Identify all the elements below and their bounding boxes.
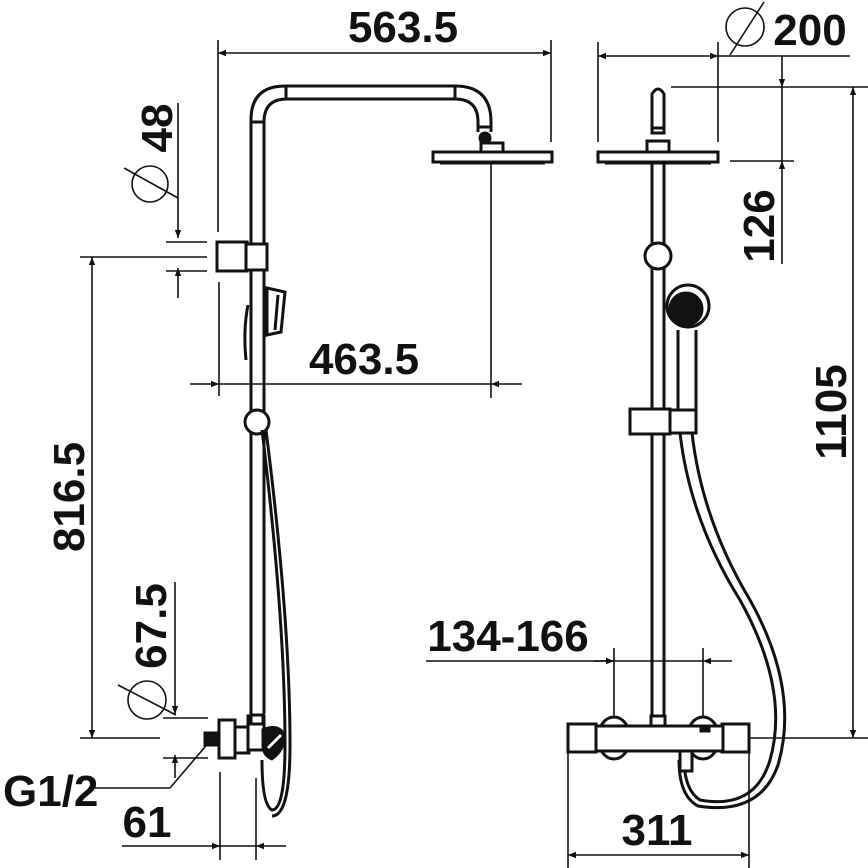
riser-rail-side (243, 270, 271, 714)
dim-label-48: 48 (133, 104, 182, 153)
dimension-134-166: 134-166 (426, 612, 732, 722)
dim-label-563-5: 563.5 (348, 3, 458, 52)
rain-shower-head-side (431, 141, 554, 398)
hand-shower-side (243, 286, 287, 361)
riser-rail-front (643, 162, 673, 716)
dimension-463-5: 463.5 (190, 282, 522, 396)
hose-side (260, 429, 292, 818)
dim-label-463-5: 463.5 (309, 335, 419, 384)
dimension-816-5: 816.5 (45, 256, 207, 739)
hand-shower-front (628, 283, 711, 436)
slider-holder-side (215, 240, 269, 273)
hose-front (677, 432, 787, 810)
mixer-side (203, 713, 286, 761)
dimension-311: 311 (567, 752, 750, 868)
dimension-126: 126 (671, 56, 868, 264)
dim-label-1105: 1105 (807, 364, 856, 459)
dim-label-126: 126 (735, 189, 784, 262)
dimension-61: 61 (122, 772, 286, 860)
thermostatic-mixer-front (566, 714, 751, 773)
dimension-dia-200: 200 (597, 1, 850, 142)
dimension-dia-48: 48 (123, 103, 207, 298)
rain-shower-head-front (596, 87, 720, 165)
dim-label-200: 200 (773, 6, 846, 55)
side-view: 563.5 48 (3, 3, 554, 860)
dimension-1105: 1105 (750, 87, 868, 739)
thread-callout-g1-2: G1/2 (3, 740, 211, 816)
front-view: 200 126 1105 (426, 1, 868, 868)
dim-label-67-5: 67.5 (127, 583, 176, 669)
dim-label-816-5: 816.5 (45, 442, 94, 552)
shower-arm (249, 84, 493, 245)
dim-label-61: 61 (123, 798, 172, 847)
dimension-563-5: 563.5 (217, 3, 552, 232)
dimension-dia-67-5: 67.5 (117, 582, 208, 778)
dim-label-311: 311 (622, 806, 693, 855)
dim-label-g1-2: G1/2 (3, 767, 98, 816)
dim-label-134-166: 134-166 (427, 612, 588, 661)
